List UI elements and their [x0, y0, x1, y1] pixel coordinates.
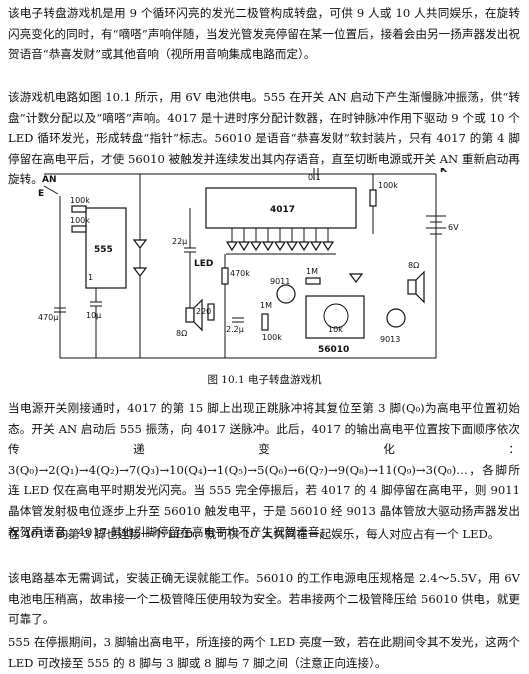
label-220: 220: [196, 307, 211, 316]
label-an: AN: [42, 175, 57, 185]
label-555: 555: [94, 245, 113, 255]
standby-paragraph: 555 在停振期间，3 脚输出高电平，所连接的两个 LED 亮度一致，若在此期间…: [8, 635, 520, 670]
label-100k-3: 100k: [262, 333, 282, 342]
circuit-description-paragraph: 该游戏机电路如图 10.1 所示，用 6V 电池供电。555 在开关 AN 启动…: [8, 90, 520, 187]
label-470u: 470μ: [38, 313, 58, 322]
label-10k: 10k: [328, 325, 343, 334]
led-row: [225, 228, 336, 255]
label-k: K: [440, 168, 448, 175]
label-e: E: [38, 189, 44, 199]
label-1m-1: 1M: [260, 301, 272, 310]
label-8ohm-2: 8Ω: [408, 261, 419, 270]
label-470k: 470k: [230, 269, 250, 278]
ten-player-paragraph: 在 4017 的第 3 脚也连接一个 LED，就可供 10 人共同在一起娱乐，每…: [8, 527, 500, 541]
label-8ohm-1: 8Ω: [176, 329, 187, 338]
label-9011: 9011: [270, 277, 290, 286]
label-led: LED: [194, 259, 213, 269]
label-100k-1: 100k: [70, 196, 90, 205]
label-1m-2: 1M: [306, 267, 318, 276]
operation-paragraph: 当电源开关刚接通时，4017 的第 15 脚上出现正跳脉冲将其复位至第 3 脚(…: [8, 401, 520, 539]
circuit-diagram: AN E 100k 100k 555 1 470μ 10μ 22μ LED 8Ω…: [38, 168, 459, 359]
label-22u: 22μ: [172, 237, 187, 246]
label-2-2u: 2.2μ: [226, 325, 244, 334]
adjustment-paragraph: 该电路基本无需调试，安装正确无误就能工作。56010 的工作电源电压规格是 2.…: [8, 571, 520, 627]
label-10u: 10μ: [86, 311, 101, 320]
label-0-1: 0.1: [308, 173, 321, 182]
label-100k-4: 100k: [378, 181, 398, 190]
label-pin1: 1: [88, 273, 93, 282]
label-4017: 4017: [270, 205, 295, 215]
label-9013: 9013: [380, 335, 400, 344]
label-100k-2: 100k: [70, 216, 90, 225]
label-6v: 6V: [448, 223, 459, 232]
figure-caption: 图 10.1 电子转盘游戏机: [207, 374, 322, 386]
label-56010: 56010: [318, 345, 349, 355]
intro-paragraph: 该电子转盘游戏机是用 9 个循环闪亮的发光二极管构成转盘，可供 9 人或 10 …: [8, 6, 520, 62]
